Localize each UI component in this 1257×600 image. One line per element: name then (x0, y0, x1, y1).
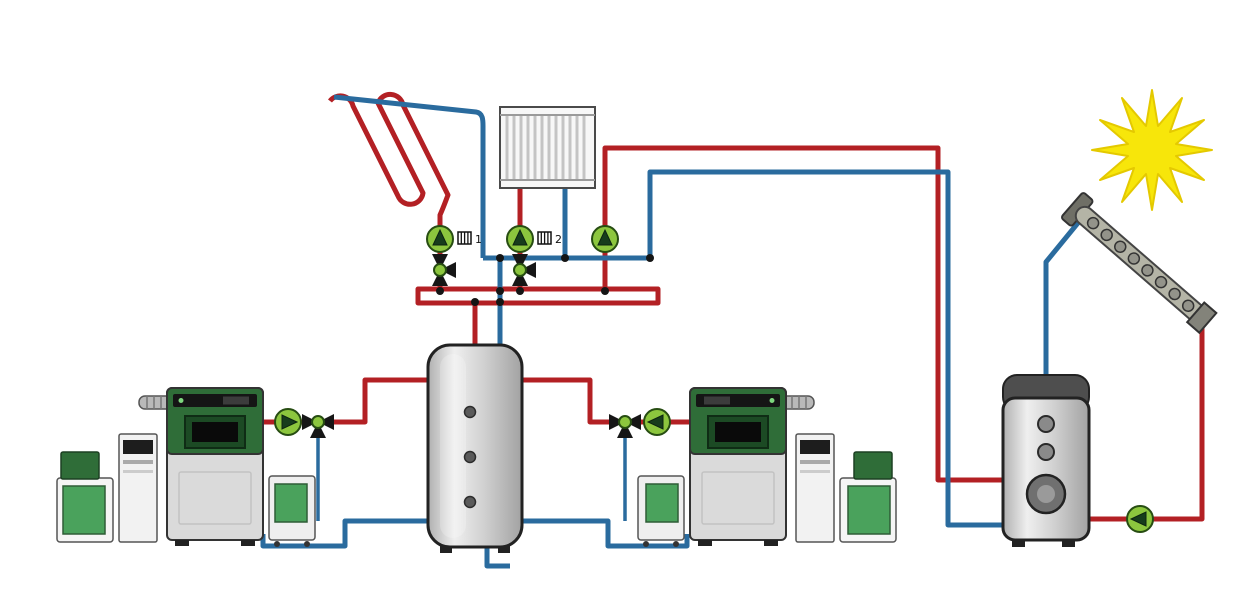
pump-solar-tank-loop (591, 225, 619, 253)
tank-port-icon (463, 405, 477, 419)
tank-port-icon (463, 495, 477, 509)
pellet-boiler-left (56, 387, 316, 548)
circuit-2-label: 2 (555, 233, 562, 246)
pump-boiler-right (643, 408, 671, 436)
left-boiler-return (260, 518, 430, 549)
mixing-valve-underfloor (431, 253, 457, 287)
radiator-fins (505, 115, 586, 180)
right-boiler-return (522, 518, 690, 549)
pump-solar (1126, 505, 1154, 533)
pump-boiler-left (274, 408, 302, 436)
tank-port-icon (1037, 415, 1055, 433)
pipe-junctions (436, 254, 654, 306)
tank-port-icon (463, 450, 477, 464)
underfloor-coil-supply (328, 91, 451, 289)
circuit-1-radiator-icon (457, 231, 472, 245)
solar-collector (1061, 192, 1218, 335)
sun-icon (1091, 89, 1213, 211)
solar-tank-return (647, 169, 1005, 528)
underfloor-coil-return (333, 94, 486, 258)
solar-tank-supply (602, 145, 1005, 483)
pump-underfloor (426, 225, 454, 253)
buffer-tank (426, 343, 524, 553)
radiator (499, 106, 596, 189)
cold-return-pipes (260, 94, 1084, 569)
pump-radiator (506, 225, 534, 253)
buffer-tank-drain (484, 540, 510, 569)
distribution-header (415, 286, 661, 306)
mixing-valve-boiler-left (301, 413, 335, 439)
circuit-1-tag: 1 (457, 231, 482, 246)
circuit-2-tag: 2 (537, 231, 562, 246)
pellet-boiler-right (637, 387, 897, 548)
tank-port-icon (1037, 443, 1055, 461)
circuit-1-label: 1 (475, 233, 482, 246)
circuit-2-radiator-icon (537, 231, 552, 245)
collector-hot-line (1089, 318, 1205, 522)
collector-cold-line (1043, 216, 1084, 400)
solar-storage-tank (1001, 374, 1091, 547)
mixing-valve-boiler-right (608, 413, 642, 439)
